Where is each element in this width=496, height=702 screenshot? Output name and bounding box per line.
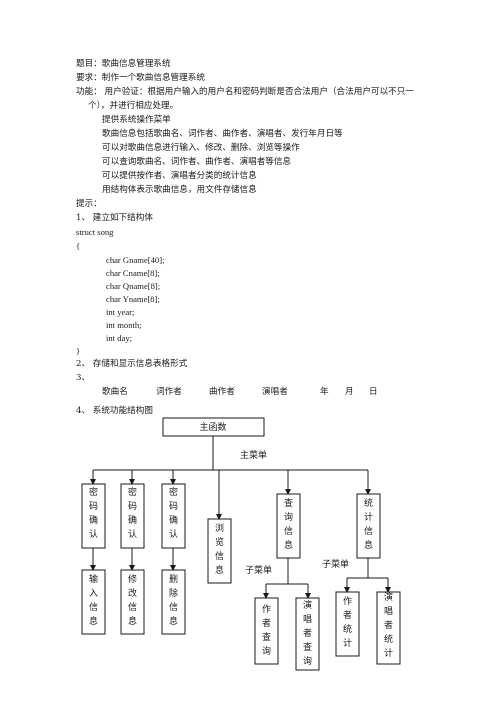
sub-menu-label: 子菜单 [245,564,272,576]
struct-field: char Cname[8]; [106,268,160,278]
struct-field: int day; [106,333,133,343]
box-label-password-confirm: 密码确认 [169,486,178,540]
box-label-singer-stats: 演唱者统计 [384,591,393,659]
box-label-modify-info: 修改信息 [128,573,137,627]
box-label-browse-info: 浏览信息 [215,522,224,576]
feature-item: 歌曲信息包括歌曲名、词作者、曲作者、演唱者、发行年月日等 [102,129,343,139]
doc-function-line2: 个），并进行相应处理。 [88,101,179,111]
box-label-author-stats: 作者统计 [343,595,352,649]
step-3: 3、 [76,373,91,383]
brace-close: } [76,346,81,356]
table-header-cell: 曲作者 [209,387,235,397]
doc-title: 题目：歌曲信息管理系统 [76,59,171,69]
struct-field: int month; [106,320,142,330]
box-browse-info [207,518,232,584]
box-label-singer-query: 演唱者查询 [303,599,312,667]
box-singer-query [295,597,320,671]
feature-item: 可以提供按作者、演唱者分类的统计信息 [102,171,257,181]
box-label-input-info: 输入信息 [89,573,98,627]
struct-field: char Yname[8]; [106,294,160,304]
box-delete-info [161,569,186,635]
box-modify-info [120,569,145,635]
struct-field: char Gname[40]; [106,255,165,265]
table-header-cell: 月 [345,387,354,397]
box-label-query-info: 查询信息 [284,497,293,551]
box-label-delete-info: 删除信息 [169,574,178,627]
table-header-cell: 词作者 [156,387,182,397]
box-author-query [254,597,279,665]
box-input-info [81,569,106,635]
box-author-stats [335,591,360,657]
doc-function-line1: 功能： 用户验证：根据用户输入的用户名和密码判断是否合法用户（合法用户可以不只一 [76,87,414,97]
hint-label: 提示： [76,199,102,209]
doc-requirement: 要求：制作一个歌曲信息管理系统 [76,73,205,83]
step-1: 1、 建立如下结构体 [76,213,153,223]
box-label-stats-info: 统计信息 [364,497,373,551]
box-label-password-confirm: 密码确认 [128,486,137,540]
table-header-cell: 年 [320,387,329,397]
table-header-cell: 演唱者 [262,387,288,397]
feature-item: 用结构体表示歌曲信息，用文件存储信息 [102,185,257,195]
feature-item: 提供系统操作菜单 [102,115,171,125]
root-label: 主函数 [199,421,226,433]
struct-field: int year; [106,307,135,317]
feature-item: 可以对歌曲信息进行输入、修改、删除、浏览等操作 [102,143,300,153]
sub-menu-label: 子菜单 [322,558,349,570]
box-singer-stats [376,591,401,665]
table-header-cell: 歌曲名 [102,387,128,397]
box-label-author-query: 作者查询 [262,603,271,657]
feature-item: 可以查询歌曲名、词作者、曲作者、演唱者等信息 [102,157,292,167]
box-label-password-confirm: 密码确认 [89,486,98,540]
table-header-cell: 日 [369,387,378,397]
struct-decl: struct song [76,227,114,237]
main-menu-label: 主菜单 [240,449,267,461]
brace-open: { [76,241,81,251]
step-4: 4、 系统功能结构图 [76,406,153,416]
struct-field: char Qname[8]; [106,281,161,291]
step-2: 2、 存储和显示信息表格形式 [76,359,188,369]
